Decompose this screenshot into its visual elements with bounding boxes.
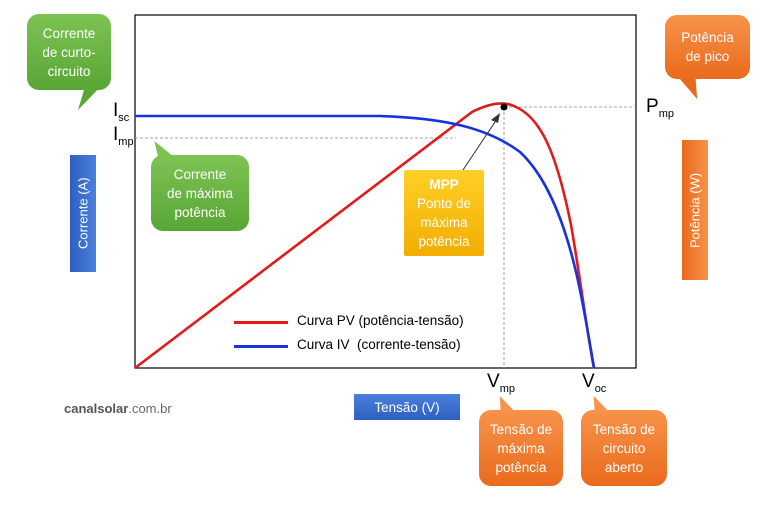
y-right-axis-text: Potência (W) <box>687 172 703 248</box>
callout-line: Potência <box>681 30 734 45</box>
brand-domain: .com.br <box>128 401 172 416</box>
pv-curve <box>134 102 596 370</box>
legend-pv-swatch <box>234 321 288 324</box>
callout-line: circuito <box>47 63 91 79</box>
voc-label: Voc <box>582 371 607 395</box>
mpp-title: MPP <box>429 177 459 192</box>
legend-iv-label: Curva IV (corrente-tensão) <box>297 337 461 352</box>
callout-line: potência <box>174 204 226 220</box>
callout-line: de curto- <box>42 44 96 60</box>
mpp-box: MPP Ponto de máxima potência <box>404 170 484 256</box>
callout-line: Corrente <box>42 25 96 41</box>
mpp-line: Ponto de <box>416 196 472 211</box>
callout-line: Corrente <box>173 166 227 182</box>
brand-text: canalsolar.com.br <box>64 401 172 416</box>
callout-line: aberto <box>604 459 644 475</box>
callout-line: de pico <box>685 49 730 64</box>
legend-iv-swatch <box>234 345 288 348</box>
y-left-axis-label: Corrente (A) <box>70 155 96 272</box>
imp-label: Imp <box>113 124 134 148</box>
callout-line: de máxima <box>166 185 234 201</box>
legend-pv-label: Curva PV (potência-tensão) <box>297 313 464 328</box>
y-right-axis-label: Potência (W) <box>682 140 708 280</box>
callout-line: potência <box>495 459 547 475</box>
brand-name: canalsolar <box>64 401 129 416</box>
callout-line: circuito <box>602 440 646 456</box>
max-current-callout: Corrente de máxima potência <box>148 141 249 231</box>
peak-power-callout: Potência de pico <box>665 15 750 99</box>
mpp-line: máxima <box>420 215 468 230</box>
isc-label: Isc <box>113 100 130 124</box>
mpp-line: potência <box>418 234 470 249</box>
callout-line: Tensão de <box>592 421 656 437</box>
max-voltage-callout: Tensão de máxima potência <box>479 396 563 486</box>
y-left-axis-text: Corrente (A) <box>75 177 91 250</box>
plot-frame <box>134 14 637 369</box>
open-circuit-callout: Tensão de circuito aberto <box>581 396 667 486</box>
x-axis-label: Tensão (V) <box>354 394 460 420</box>
mpp-arrowhead <box>491 113 500 123</box>
mpp-arrow <box>462 115 500 171</box>
iv-curve <box>135 114 596 369</box>
callout-line: Tensão de <box>489 421 553 437</box>
pmp-label: Pmp <box>646 96 674 120</box>
x-axis-text: Tensão (V) <box>374 399 440 415</box>
short-circuit-callout: Corrente de curto- circuito <box>27 14 111 110</box>
vmp-label: Vmp <box>487 371 515 395</box>
callout-line: máxima <box>497 440 545 456</box>
mpp-point <box>500 103 508 111</box>
